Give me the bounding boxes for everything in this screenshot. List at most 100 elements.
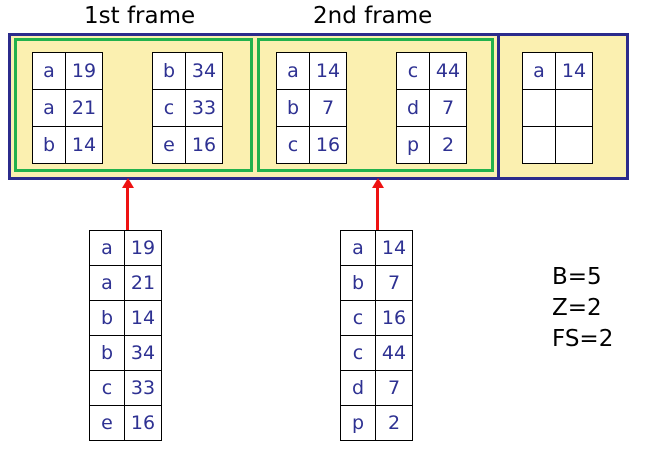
- key-cell: a: [32, 89, 66, 127]
- key-cell: c: [340, 300, 376, 336]
- value-cell: 14: [124, 300, 162, 336]
- key-cell: b: [276, 89, 310, 127]
- value-cell: 7: [309, 89, 347, 127]
- value-cell: 19: [124, 230, 162, 266]
- value-cell: 34: [185, 52, 223, 90]
- value-cell: 14: [555, 52, 593, 90]
- key-cell: b: [340, 265, 376, 301]
- value-cell: 16: [375, 300, 413, 336]
- value-cell: 7: [429, 89, 467, 127]
- value-cell: 44: [375, 335, 413, 371]
- table-row: [522, 126, 593, 164]
- arrow-shaft: [376, 187, 379, 231]
- value-cell: 44: [429, 52, 467, 90]
- value-cell: 2: [375, 405, 413, 441]
- key-cell: b: [89, 335, 125, 371]
- key-cell: a: [522, 52, 556, 90]
- key-cell: [522, 89, 556, 127]
- frame-2: [257, 38, 494, 172]
- table-row: [522, 89, 593, 127]
- value-cell: 16: [124, 405, 162, 441]
- value-cell: 7: [375, 370, 413, 406]
- value-cell: 2: [429, 126, 467, 164]
- frame1-label: 1st frame: [84, 3, 196, 29]
- key-cell: p: [340, 405, 376, 441]
- parameters: B=5 Z=2 FS=2: [552, 262, 613, 355]
- key-cell: a: [276, 52, 310, 90]
- value-cell: 16: [309, 126, 347, 164]
- key-cell: p: [396, 126, 430, 164]
- key-cell: a: [32, 52, 66, 90]
- value-cell: 14: [375, 230, 413, 266]
- param-z: Z=2: [552, 295, 602, 321]
- key-cell: b: [89, 300, 125, 336]
- value-cell: [555, 89, 593, 127]
- key-cell: a: [340, 230, 376, 266]
- key-cell: b: [32, 126, 66, 164]
- key-cell: a: [89, 265, 125, 301]
- param-b: B=5: [552, 264, 602, 290]
- arrow-up-icon: [372, 178, 384, 188]
- key-cell: e: [89, 405, 125, 441]
- key-cell: c: [396, 52, 430, 90]
- value-cell: 19: [65, 52, 103, 90]
- arrow-up-icon: [122, 178, 134, 188]
- key-cell: d: [396, 89, 430, 127]
- value-cell: 14: [65, 126, 103, 164]
- arrow-shaft: [126, 187, 129, 231]
- value-cell: 7: [375, 265, 413, 301]
- param-fs: FS=2: [552, 326, 614, 352]
- key-cell: c: [152, 89, 186, 127]
- key-cell: b: [152, 52, 186, 90]
- value-cell: 16: [185, 126, 223, 164]
- frame2-label: 2nd frame: [313, 3, 433, 29]
- buffer-divider: [497, 33, 500, 180]
- value-cell: 14: [309, 52, 347, 90]
- key-cell: c: [276, 126, 310, 164]
- value-cell: [555, 126, 593, 164]
- key-cell: [522, 126, 556, 164]
- key-cell: e: [152, 126, 186, 164]
- value-cell: 33: [185, 89, 223, 127]
- key-cell: c: [340, 335, 376, 371]
- key-cell: a: [89, 230, 125, 266]
- value-cell: 21: [124, 265, 162, 301]
- value-cell: 34: [124, 335, 162, 371]
- frame-1: [14, 38, 253, 172]
- key-cell: c: [89, 370, 125, 406]
- value-cell: 33: [124, 370, 162, 406]
- value-cell: 21: [65, 89, 103, 127]
- key-cell: d: [340, 370, 376, 406]
